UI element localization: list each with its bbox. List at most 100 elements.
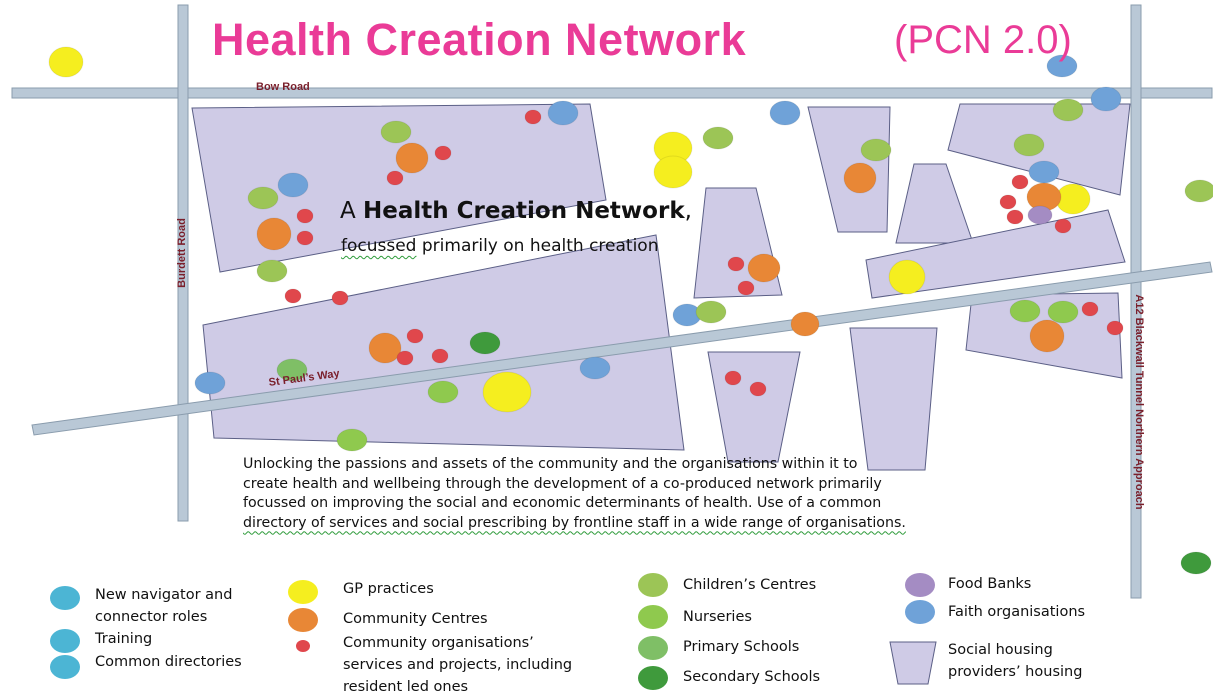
legend-navigator-line2: connector roles <box>95 609 208 625</box>
gp-practice-marker <box>888 259 926 295</box>
community-org-marker <box>434 145 452 161</box>
community-org-legend-icon <box>296 640 310 652</box>
nursery-marker <box>336 428 368 452</box>
community-org-marker <box>386 170 404 186</box>
community-org-marker <box>999 194 1017 210</box>
faith-organisation-marker <box>1046 54 1078 78</box>
childrens-centre-marker <box>1013 133 1045 157</box>
childrens-centre-marker <box>695 300 727 324</box>
navigator-legend-icon <box>50 586 80 610</box>
childrens-centre-marker <box>247 186 279 210</box>
community-centre-marker <box>843 162 877 194</box>
community-org-marker <box>737 280 755 296</box>
headline-suffix: , <box>684 198 692 224</box>
community-org-marker <box>396 350 414 366</box>
secondary-school-marker <box>1180 551 1212 575</box>
secondary-school-legend-icon <box>638 666 668 690</box>
a12-road-label: A12 Blackwall Tunnel Northern Approach <box>1133 294 1145 510</box>
legend-community-orgs-line1: Community organisations’ <box>343 635 534 651</box>
bow-road-label: Bow Road <box>256 81 310 93</box>
childrens-centre-marker <box>860 138 892 162</box>
community-org-marker <box>406 328 424 344</box>
headline-line2-rest: primarily on health creation <box>416 236 659 256</box>
gp-practice-marker <box>48 46 84 78</box>
st-pauls-way-road <box>31 261 1213 436</box>
directories-legend-icon <box>50 655 80 679</box>
nursery-marker <box>1047 300 1079 324</box>
childrens-centre-marker <box>256 259 288 283</box>
faith-organisation-marker <box>194 371 226 395</box>
childrens-centre-marker <box>1052 98 1084 122</box>
food-bank-legend-icon <box>905 573 935 597</box>
legend-community-orgs-line2: services and projects, including <box>343 657 573 673</box>
community-centre-marker <box>395 142 429 174</box>
community-centre-marker <box>1029 319 1065 353</box>
description-line-2: create health and wellbeing through the … <box>243 475 882 492</box>
faith-organisation-marker <box>547 100 579 126</box>
community-centre-marker <box>256 217 292 251</box>
primary-school-legend-icon <box>638 636 668 660</box>
legend-social-housing-line1: Social housing <box>948 642 1053 658</box>
community-org-marker <box>1006 209 1024 225</box>
community-org-marker <box>296 230 314 246</box>
faith-organisation-marker <box>1028 160 1060 184</box>
description: Unlocking the passions and assets of the… <box>243 455 1123 533</box>
housing-block <box>849 327 938 471</box>
community-centre-marker <box>747 253 781 283</box>
gp-practice-marker <box>653 155 693 189</box>
legend-food-banks: Food Banks <box>948 576 1032 592</box>
legend-common-directories: Common directories <box>95 654 242 670</box>
community-org-marker <box>727 256 745 272</box>
gp-legend-icon <box>288 580 318 604</box>
map-markers <box>48 46 1213 575</box>
nursery-legend-icon <box>638 605 668 629</box>
legend-faith-organisations: Faith organisations <box>948 604 1086 620</box>
childrens-centre-marker <box>380 120 412 144</box>
housing-block <box>191 103 607 273</box>
a12-road <box>1130 4 1142 599</box>
legend-social-housing-line2: providers’ housing <box>948 664 1083 680</box>
legend-community-centres: Community Centres <box>343 611 488 627</box>
burdett-road <box>177 4 189 522</box>
legend-community-orgs-line3: resident led ones <box>343 679 469 695</box>
community-org-marker <box>331 290 349 306</box>
bow-road <box>11 87 1213 99</box>
housing-block <box>895 163 974 244</box>
legend-primary-schools: Primary Schools <box>683 639 800 655</box>
community-org-marker <box>431 348 449 364</box>
gp-practice-marker <box>482 371 532 413</box>
legend-navigator-line1: New navigator and <box>95 587 233 603</box>
faith-legend-icon <box>905 600 935 624</box>
childrens-centre-marker <box>702 126 734 150</box>
burdett-road-label: Burdett Road <box>176 218 188 288</box>
community-org-marker <box>1054 218 1072 234</box>
community-org-marker <box>524 109 542 125</box>
headline-prefix: A <box>340 198 364 224</box>
housing-block <box>707 351 801 463</box>
description-line-3: focussed on improving the social and eco… <box>243 495 882 511</box>
legend-nurseries: Nurseries <box>683 609 752 625</box>
childrens-centre-marker <box>1184 179 1213 203</box>
community-org-marker <box>284 288 302 304</box>
faith-organisation-marker <box>277 172 309 198</box>
faith-organisation-marker <box>1090 86 1122 112</box>
faith-organisation-marker <box>769 100 801 126</box>
legend-secondary-schools: Secondary Schools <box>683 669 821 685</box>
community-org-marker <box>1106 320 1124 336</box>
headline-bold: Health Creation Network <box>363 198 685 224</box>
headline-line2: focussed primarily on health creation <box>341 236 658 256</box>
description-line-4: directory of services and social prescri… <box>243 514 906 531</box>
housing-legend-icon <box>889 641 937 685</box>
roads <box>11 4 1213 599</box>
secondary-school-marker <box>469 331 501 355</box>
training-legend-icon <box>50 629 80 653</box>
community-org-marker <box>296 208 314 224</box>
community-centre-legend-icon <box>288 608 318 632</box>
description-line-1: Unlocking the passions and assets of the… <box>243 456 858 472</box>
community-org-marker <box>724 370 742 386</box>
headline: A Health Creation Network, <box>340 198 692 224</box>
legend-childrens-centres: Children’s Centres <box>683 577 817 593</box>
legend-gp-practices: GP practices <box>343 581 434 597</box>
